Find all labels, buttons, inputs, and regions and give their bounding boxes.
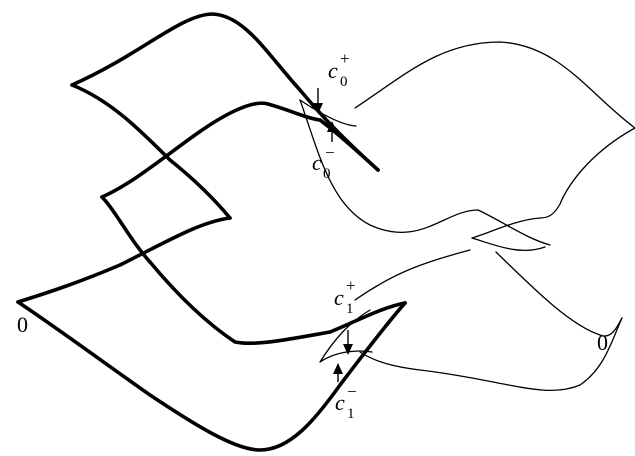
label-c1-plus-sub: 1	[346, 301, 354, 317]
label-c0-plus-letter: c	[328, 58, 338, 83]
bottom-sheet-lower-edge	[16, 300, 407, 452]
label-c0-plus-sup: +	[340, 49, 350, 68]
arrows	[313, 88, 353, 382]
c1-minus-arrow-head	[333, 363, 343, 374]
label-c1-minus-sup: −	[347, 382, 357, 401]
label-c0-minus-sub: 0	[323, 166, 331, 182]
bottom-sheet-middle-edge	[148, 260, 332, 346]
label-c0-minus-letter: c	[312, 150, 322, 175]
bottom-sheet-top-edge	[328, 301, 407, 334]
top-sheet-inner-ridge	[100, 101, 380, 199]
upper-thin-sheet-top-edge	[354, 41, 635, 129]
lower-thin-sheet-top-edge	[354, 249, 471, 301]
label-c1-minus-letter: c	[335, 390, 345, 415]
top-sheet-lower-edge	[70, 83, 232, 220]
label-c1-plus-sup: +	[346, 276, 356, 295]
upper-thin-fold	[299, 99, 357, 127]
upper-thin-sheet-lower-edge	[299, 99, 479, 234]
label-c0-plus-sub: 0	[340, 74, 348, 90]
lower-thin-sheet-right-edge	[495, 251, 623, 337]
label-zero-left: 0	[17, 312, 28, 337]
swallowtail-c	[471, 237, 546, 251]
swallowtail-a	[477, 209, 551, 246]
c1-plus-arrow-head	[343, 344, 353, 355]
label-c0-minus-sup: −	[325, 143, 335, 162]
middle-cusp-right	[16, 216, 232, 304]
swallowtail-b	[471, 217, 541, 239]
label-c1-plus-letter: c	[334, 285, 344, 310]
c0-minus-arrow-head	[327, 121, 337, 132]
label-c1-minus-sub: 1	[347, 406, 355, 422]
thick-sheets	[16, 12, 407, 452]
thin-sheets	[299, 41, 635, 391]
upper-thin-sheet-right-edge	[539, 127, 635, 219]
label-zero-right: 0	[597, 330, 608, 355]
labels: c 0 + c 0 − c 1 + c 1 − 0 0	[17, 49, 608, 422]
lower-thin-sheet-bottom-edge	[359, 317, 623, 391]
middle-cusp-left	[100, 195, 152, 264]
c0-plus-arrow-head	[313, 103, 323, 114]
